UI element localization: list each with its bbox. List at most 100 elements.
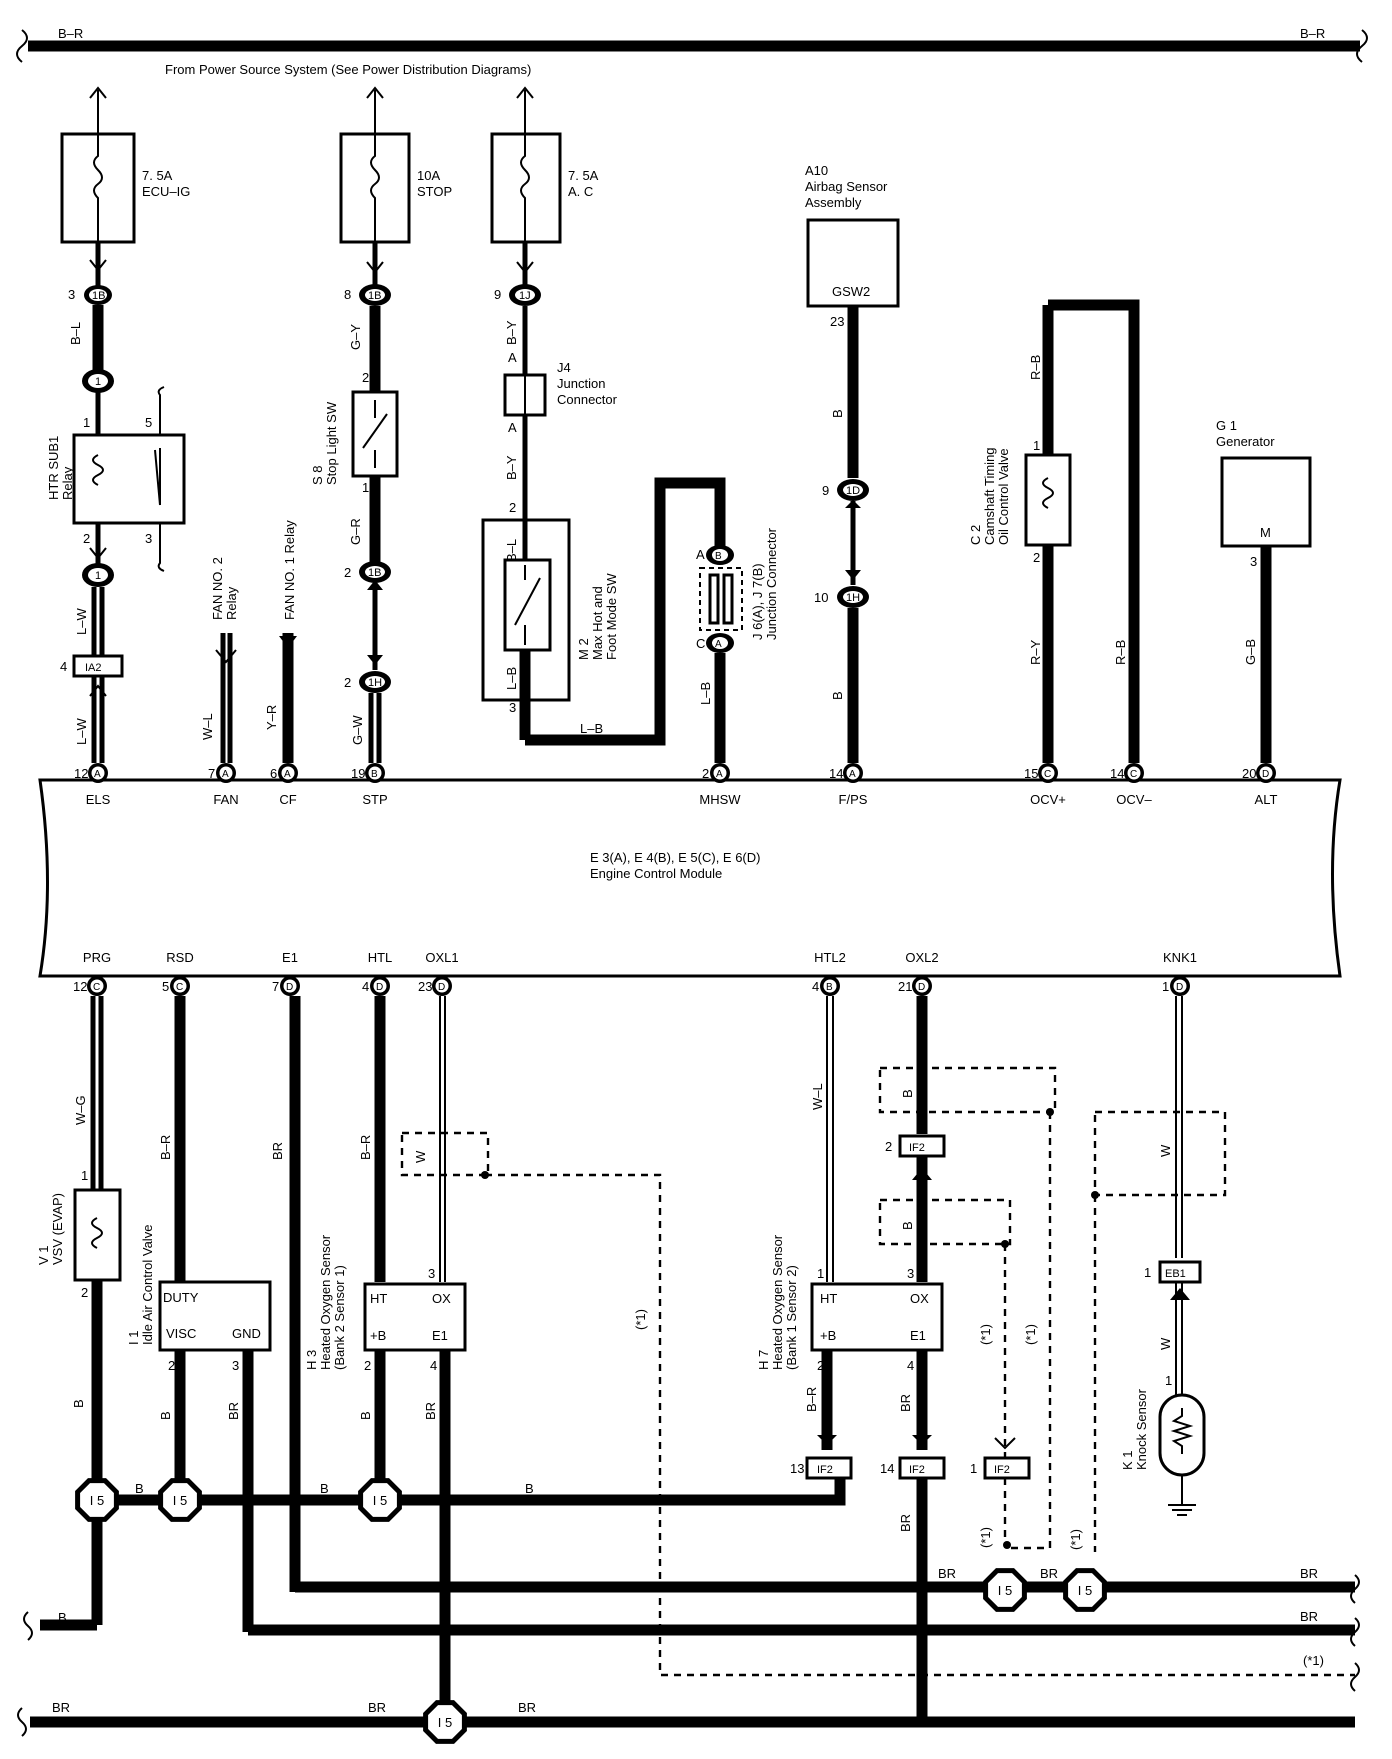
svg-text:(Bank 1 Sensor 2): (Bank 1 Sensor 2) (784, 1265, 799, 1370)
ecm-bottom-pin-number: 1 (1162, 979, 1169, 994)
ecm-top-pin-label: STP (362, 792, 387, 807)
ecm-top-pin-number: 14 (1110, 766, 1124, 781)
svg-text:2: 2 (509, 500, 516, 515)
svg-text:IF2: IF2 (909, 1142, 925, 1154)
svg-text:OX: OX (910, 1291, 929, 1306)
svg-text:A: A (508, 420, 517, 435)
ecm-bottom-pin-number: 5 (162, 979, 169, 994)
i5-connector-label: I 5 (998, 1583, 1012, 1598)
svg-text:+B: +B (370, 1328, 386, 1343)
ecm-top-pin-connector: A (222, 769, 229, 780)
svg-text:Camshaft Timing: Camshaft Timing (982, 447, 997, 545)
svg-text:W: W (1158, 1337, 1173, 1350)
svg-text:1D: 1D (846, 485, 860, 497)
svg-text:A: A (715, 639, 722, 650)
svg-text:1J: 1J (519, 290, 531, 302)
ecm-bottom-pin-label: OXL2 (905, 950, 938, 965)
svg-text:BR: BR (898, 1394, 913, 1412)
ecm-bottom-pin-connector: D (1176, 982, 1183, 993)
svg-text:BR: BR (1040, 1566, 1058, 1581)
svg-text:B–R: B–R (158, 1135, 173, 1160)
a10-label: A10 (805, 163, 828, 178)
svg-text:BR: BR (270, 1142, 285, 1160)
b-ground-bus: B B B B BR BR BR BR BR (*1) (17, 1470, 1360, 1737)
i5-connector (75, 1478, 119, 1522)
svg-text:B: B (900, 1089, 915, 1098)
svg-text:BR: BR (1300, 1566, 1318, 1581)
ecm-label: Engine Control Module (590, 866, 722, 881)
svg-text:(*1): (*1) (633, 1309, 648, 1330)
g1-generator-circuit: G 1 Generator M 3 G–B (1216, 418, 1312, 763)
ecm-top-pin-number: 6 (270, 766, 277, 781)
m2-label: M 2 (576, 638, 591, 660)
svg-text:+B: +B (820, 1328, 836, 1343)
svg-text:L–W: L–W (74, 718, 89, 745)
ecm-bottom-pin-label: HTL2 (814, 950, 846, 965)
svg-text:2: 2 (81, 1285, 88, 1300)
svg-text:23: 23 (830, 314, 844, 329)
svg-text:W: W (413, 1150, 428, 1163)
ecm-top-pins: A12ELSA7FANA6CFB19STPA2MHSWA14F/PSC15OCV… (74, 763, 1277, 807)
ecm-bottom-pin-number: 7 (272, 979, 279, 994)
ecm-bottom-pin-label: RSD (166, 950, 193, 965)
svg-text:L–B: L–B (580, 721, 603, 736)
ecm-top-pin-connector: A (716, 769, 723, 780)
ecm-bottom-pin-number: 12 (73, 979, 87, 994)
stop-light-circuit: 10A STOP 1B 8 G–Y 2 S 8 Stop Light SW 1 … (310, 86, 452, 763)
svg-text:3: 3 (428, 1266, 435, 1281)
svg-text:(*1): (*1) (1303, 1653, 1324, 1668)
ecm-bottom-pin-label: KNK1 (1163, 950, 1197, 965)
svg-text:3: 3 (907, 1266, 914, 1281)
svg-text:B: B (900, 1221, 915, 1230)
svg-text:L–B: L–B (698, 682, 713, 705)
svg-text:G–Y: G–Y (348, 324, 363, 350)
c2-label: C 2 (968, 525, 983, 545)
svg-text:1: 1 (970, 1461, 977, 1476)
svg-text:W: W (1158, 1144, 1173, 1157)
k1-knock-sensor-circuit: W (*1) EB1 1 W 1 K 1 Knock Sensor (1068, 996, 1227, 1552)
svg-text:(*1): (*1) (978, 1324, 993, 1345)
svg-text:Oil Control Valve: Oil Control Valve (996, 448, 1011, 545)
wire-b-l: B–L (68, 322, 83, 345)
fuse-ecu-ig-circuit: 7. 5A ECU–IG 1B 3 B–L 1 1 5 3 HTR SUB1 R… (46, 86, 190, 763)
j4-label: J4 (557, 360, 571, 375)
svg-text:2: 2 (83, 531, 90, 546)
svg-text:1: 1 (362, 480, 369, 495)
svg-text:Airbag Sensor: Airbag Sensor (805, 179, 888, 194)
svg-text:B: B (358, 1411, 373, 1420)
svg-text:A: A (696, 547, 705, 562)
g1-label: G 1 (1216, 418, 1237, 433)
svg-text:Max Hot and: Max Hot and (590, 586, 605, 660)
svg-text:4: 4 (907, 1358, 914, 1373)
ecm-bottom-pin-connector: D (438, 982, 445, 993)
svg-text:1: 1 (1033, 438, 1040, 453)
ecm-top-pin-number: 2 (702, 766, 709, 781)
svg-text:G–W: G–W (350, 715, 365, 745)
svg-text:14: 14 (880, 1461, 894, 1476)
svg-text:2: 2 (364, 1358, 371, 1373)
svg-text:E1: E1 (432, 1328, 448, 1343)
htr-relay-label: HTR SUB1 (46, 436, 61, 500)
svg-text:1B: 1B (368, 567, 381, 579)
svg-text:R–B: R–B (1028, 355, 1043, 380)
svg-text:BR: BR (938, 1566, 956, 1581)
svg-text:3: 3 (232, 1358, 239, 1373)
fuse1-amp: 7. 5A (142, 168, 173, 183)
svg-text:1: 1 (1165, 1373, 1172, 1388)
i5-connector-label: I 5 (438, 1715, 452, 1730)
i5-connector (358, 1478, 402, 1522)
ecm-bottom-pin-connector: D (918, 982, 925, 993)
ac-circuit: 7. 5A A. C 1J 9 B–Y A A J4 Junction Conn… (481, 86, 726, 746)
svg-text:Junction: Junction (557, 376, 605, 391)
svg-text:L–W: L–W (74, 608, 89, 635)
svg-text:EB1: EB1 (1165, 1268, 1186, 1280)
svg-text:B–R: B–R (358, 1135, 373, 1160)
fan2-label: FAN NO. 2 (210, 557, 225, 620)
svg-text:GSW2: GSW2 (832, 284, 870, 299)
svg-text:A. C: A. C (568, 184, 593, 199)
svg-text:13: 13 (790, 1461, 804, 1476)
svg-text:10: 10 (814, 590, 828, 605)
ecm-top-pin-number: 12 (74, 766, 88, 781)
ecm-connectors-label: E 3(A), E 4(B), E 5(C), E 6(D) (590, 850, 760, 865)
